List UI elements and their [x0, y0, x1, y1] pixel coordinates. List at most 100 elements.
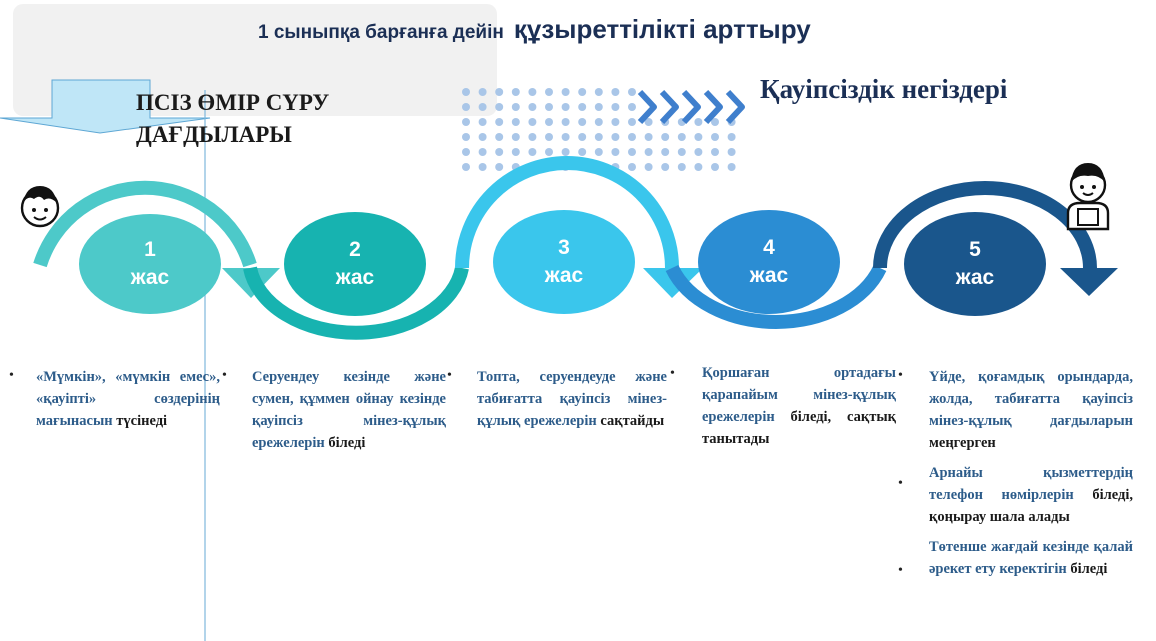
dot [594, 148, 603, 156]
section-left-line1: ПСІЗ ӨМІР СҮРУ [136, 90, 330, 115]
description-3: Топта, серуендеуде және табиғатта қауіпс… [477, 366, 667, 432]
dot [628, 163, 636, 171]
description-5a-text: Үйде, қоғамдық орындарда, жолда, табиғат… [929, 369, 1133, 429]
arrow-head-5 [1060, 268, 1118, 296]
dot [561, 88, 570, 96]
dot [561, 118, 570, 126]
header-arrow-shape [0, 79, 211, 134]
dot [462, 163, 470, 171]
dot [511, 103, 520, 111]
stage-4-number: 4 [763, 236, 775, 259]
stage-2-unit: жас [335, 266, 375, 289]
description-5c-verb: біледі [1070, 561, 1108, 577]
dot [478, 133, 487, 141]
dot [545, 148, 553, 156]
description-4-verb: біледі, сақтық танытады [702, 409, 896, 447]
dot [545, 88, 553, 96]
description-5: Үйде, қоғамдық орындарда, жолда, табиғат… [929, 366, 1133, 588]
bullet-1: • [9, 368, 14, 383]
dot [711, 133, 719, 141]
dot [495, 148, 504, 156]
dot [578, 88, 587, 96]
description-4: Қоршаған ортадағы қарапайым мінез-құлық … [702, 362, 896, 450]
dot [694, 118, 703, 126]
dot [462, 133, 470, 141]
dot [545, 103, 553, 111]
dot [495, 103, 504, 111]
dot [677, 163, 686, 171]
bullet-3: • [447, 368, 452, 383]
dot [511, 148, 520, 156]
dot [578, 103, 587, 111]
description-5c: Төтенше жағдай кезінде қалай әрекет ету … [929, 536, 1133, 580]
stage-5-number: 5 [969, 238, 981, 261]
description-5b-verb: біледі, қоңырау шала алады [929, 487, 1133, 525]
dot [511, 118, 520, 126]
description-1: «Мүмкін», «мүмкін емес», «қауіпті» сөзде… [36, 366, 220, 432]
description-3-verb: сақтайды [600, 413, 665, 429]
dot [661, 163, 670, 171]
description-5b: Арнайы қызметтердің телефон нөмірлерін б… [929, 462, 1133, 528]
dot [578, 118, 587, 126]
stage-4-circle: 4 жас [698, 210, 840, 314]
section-left-line2: ДАҒДЫЛАРЫ [136, 122, 292, 147]
dot [628, 133, 636, 141]
dot [478, 148, 487, 156]
dot [628, 103, 636, 111]
dot [545, 133, 553, 141]
dot [611, 118, 620, 126]
dot [478, 118, 487, 126]
dot [611, 148, 620, 156]
dot [495, 88, 504, 96]
dot [478, 103, 487, 111]
dot [495, 133, 504, 141]
dot [628, 118, 636, 126]
dot [495, 163, 504, 171]
dot [511, 133, 520, 141]
dot [594, 88, 603, 96]
description-1-verb: түсінеді [116, 413, 168, 429]
dot [578, 148, 587, 156]
dot [661, 133, 670, 141]
bullet-5b: • [898, 476, 903, 491]
dot [677, 133, 686, 141]
dot [694, 148, 703, 156]
dot [727, 148, 736, 156]
dot [462, 118, 470, 126]
description-5a: Үйде, қоғамдық орындарда, жолда, табиғат… [929, 366, 1133, 454]
dot [644, 163, 653, 171]
arc-stage-3 [455, 156, 679, 269]
title-small: 1 сыныпқа барғанға дейін [258, 22, 504, 43]
dot [561, 133, 570, 141]
dot [528, 118, 537, 126]
stage-3-number: 3 [558, 236, 570, 259]
description-5c-text: Төтенше жағдай кезінде қалай әрекет ету … [929, 539, 1133, 577]
arc-stage-2 [243, 266, 469, 340]
description-2: Серуендеу кезінде және сумен, құммен ойн… [252, 366, 446, 454]
arc-stage-5 [873, 181, 1097, 269]
stage-1-unit: жас [130, 266, 170, 289]
description-1-text: «Мүмкін», «мүмкін емес», «қауіпті» сөзде… [36, 369, 220, 429]
child-figure-icon [1066, 163, 1110, 231]
dot [511, 88, 520, 96]
dot [628, 148, 636, 156]
dot [677, 148, 686, 156]
dot [478, 88, 487, 96]
dot [478, 163, 487, 171]
stage-3-unit: жас [544, 264, 584, 287]
stage-2-circle: 2 жас [284, 212, 426, 316]
description-4-text: Қоршаған ортадағы қарапайым мінез-құлық … [702, 365, 896, 425]
dot [644, 133, 653, 141]
dot [561, 103, 570, 111]
dot [694, 163, 703, 171]
title-large: құзыреттілікті арттыру [513, 14, 811, 44]
dot [611, 88, 620, 96]
description-5b-text: Арнайы қызметтердің телефон нөмірлерін [929, 465, 1133, 503]
child-face-icon [20, 186, 60, 228]
bullet-5a: • [898, 368, 903, 383]
dot [462, 103, 470, 111]
stage-3-circle: 3 жас [493, 210, 635, 314]
section-heading-right: Қауіпсіздік негіздері [760, 74, 1008, 104]
dot [594, 133, 603, 141]
dot [727, 133, 736, 141]
